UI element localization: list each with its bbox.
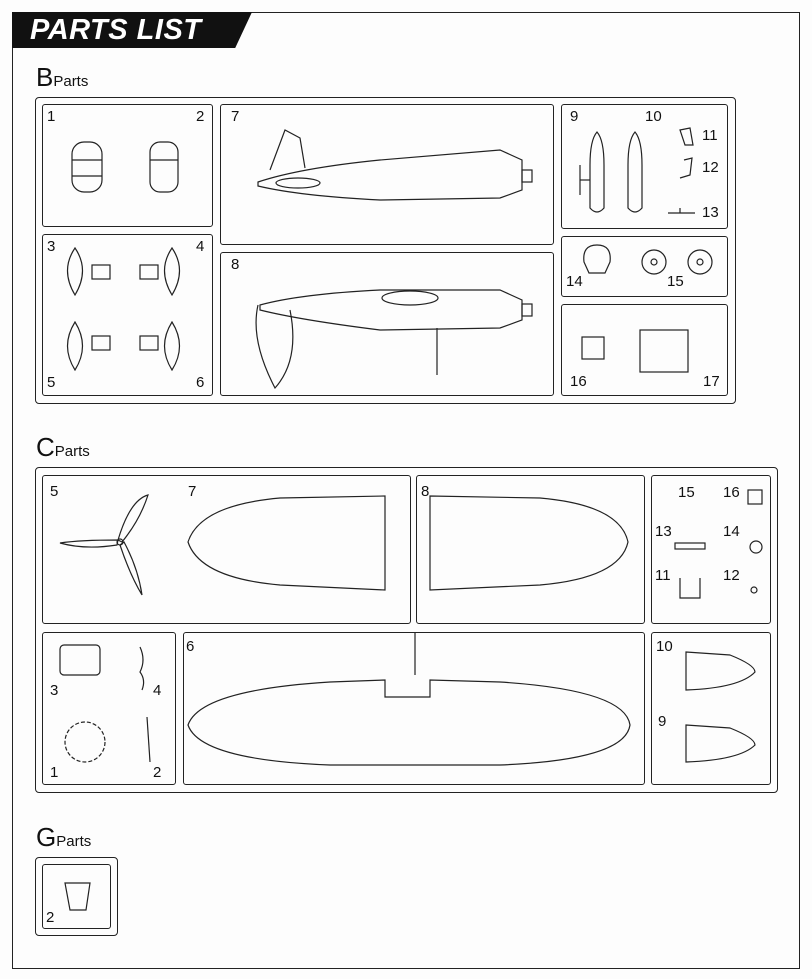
- part-number: 10: [645, 108, 662, 125]
- engine-icon: [59, 644, 101, 676]
- wing-half-icon: [429, 495, 629, 591]
- b-cell-8: [220, 252, 554, 396]
- small-part-icon: [679, 127, 694, 179]
- section-label: Parts: [56, 833, 92, 850]
- wheel-cover-icon: [66, 246, 181, 372]
- radial-engine-icon: [64, 721, 106, 763]
- c-cell-6: [183, 632, 645, 785]
- section-label: Parts: [54, 443, 90, 460]
- part-number: 3: [47, 238, 56, 255]
- c-cell-9-10: [651, 632, 771, 785]
- part-number: 7: [231, 108, 240, 125]
- section-letter: G: [36, 822, 57, 852]
- part-number: 3: [50, 682, 59, 699]
- part-number: 2: [46, 909, 55, 926]
- part-number: 1: [50, 764, 59, 781]
- title-banner: PARTS LIST: [12, 12, 252, 48]
- part-number: 9: [658, 713, 667, 730]
- part-number: 16: [723, 484, 740, 501]
- c-cell-1-4: [42, 632, 176, 785]
- b-cell-14-15: [561, 236, 728, 297]
- cowl-part-icon: [71, 141, 103, 193]
- part-number: 15: [678, 484, 695, 501]
- float-half-icon: [685, 651, 756, 691]
- small-part-icon: [581, 336, 605, 360]
- small-part-icon: [674, 489, 763, 599]
- g-part-icon: [64, 882, 91, 911]
- b-parts-frame: [35, 97, 736, 404]
- part-number: 15: [667, 273, 684, 290]
- fuselage-half-icon: [257, 129, 533, 201]
- c-cell-5-7: [42, 475, 411, 624]
- part-number: 8: [231, 256, 240, 273]
- part-number: 14: [566, 273, 583, 290]
- page-title: PARTS LIST: [30, 14, 202, 46]
- exhaust-icon: [139, 646, 145, 691]
- small-part-icon: [668, 208, 695, 214]
- section-c-heading: CParts: [36, 432, 90, 463]
- b-cell-7: [220, 104, 554, 245]
- part-number: 5: [47, 374, 56, 391]
- fuselage-half-icon: [255, 289, 533, 390]
- part-number: 12: [723, 567, 740, 584]
- part-number: 14: [723, 523, 740, 540]
- section-b-heading: BParts: [36, 62, 88, 93]
- part-number: 5: [50, 483, 59, 500]
- part-number: 11: [702, 127, 718, 144]
- g-cell-2: [42, 864, 111, 929]
- c-cell-8: [416, 475, 645, 624]
- section-label: Parts: [53, 73, 89, 90]
- part-number: 13: [702, 204, 719, 221]
- part-number: 17: [703, 373, 720, 390]
- wheel-icon: [641, 249, 713, 275]
- part-number: 7: [188, 483, 197, 500]
- section-g-heading: GParts: [36, 822, 91, 853]
- part-number: 10: [656, 638, 673, 655]
- b-cell-1-2: [42, 104, 213, 227]
- part-number: 8: [421, 483, 430, 500]
- propeller-icon: [59, 494, 149, 596]
- part-number: 13: [655, 523, 672, 540]
- part-number: 4: [153, 682, 162, 699]
- part-number: 1: [47, 108, 56, 125]
- wing-half-icon: [187, 495, 386, 591]
- part-number: 2: [196, 108, 205, 125]
- b-cell-16-17: [561, 304, 728, 396]
- cockpit-floor-icon: [639, 329, 689, 373]
- page-border: [12, 12, 800, 969]
- part-number: 12: [702, 159, 719, 176]
- section-letter: B: [36, 62, 54, 92]
- part-number: 6: [186, 638, 195, 655]
- c-parts-frame: [35, 467, 778, 793]
- g-parts-frame: [35, 857, 118, 936]
- part-number: 9: [570, 108, 579, 125]
- c-cell-11-16: [651, 475, 771, 624]
- rod-icon: [146, 716, 151, 763]
- part-number: 11: [655, 567, 671, 584]
- part-number: 2: [153, 764, 162, 781]
- b-cell-3-6: [42, 234, 213, 396]
- lower-wing-icon: [187, 679, 631, 766]
- part-number: 6: [196, 374, 205, 391]
- part-number: 4: [196, 238, 205, 255]
- float-half-icon: [685, 724, 756, 763]
- drop-tank-icon: [579, 131, 643, 213]
- cowl-part-icon: [149, 141, 179, 193]
- seat-icon: [583, 244, 611, 274]
- part-number: 16: [570, 373, 587, 390]
- section-letter: C: [36, 432, 55, 462]
- b-cell-9-13: [561, 104, 728, 229]
